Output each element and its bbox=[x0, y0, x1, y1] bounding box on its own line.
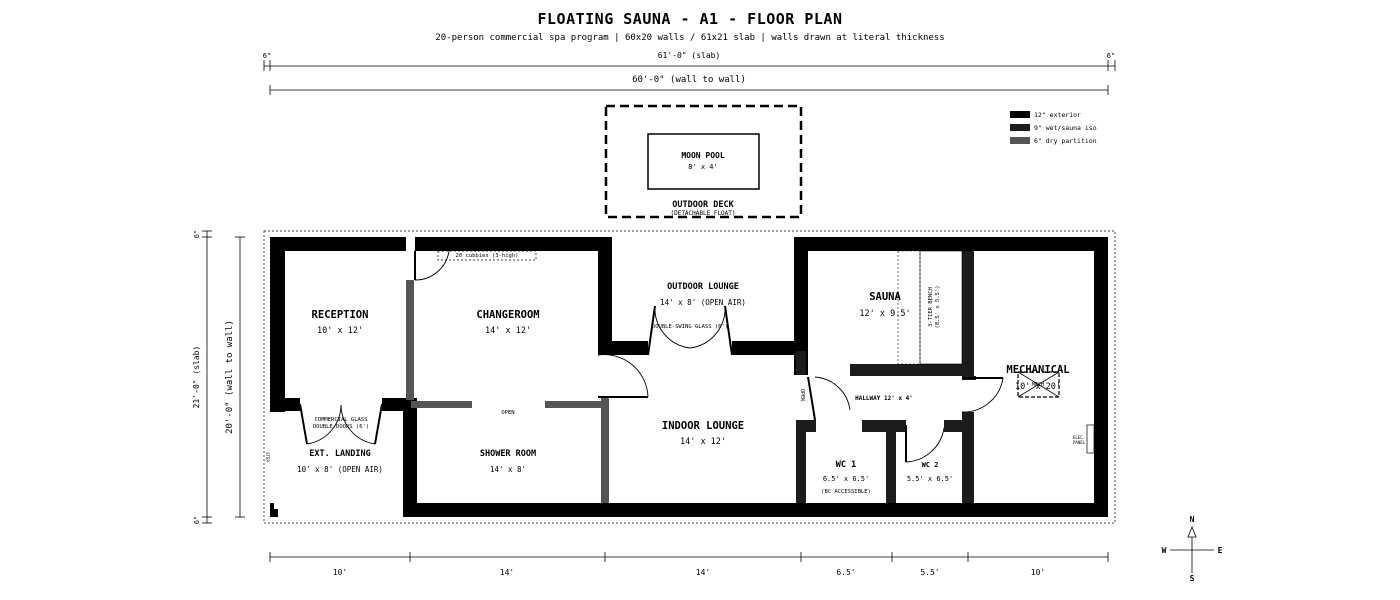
doors bbox=[299, 250, 1004, 463]
changeroom-label: CHANGEROOM bbox=[476, 309, 539, 321]
room-labels: RECEPTION 10' x 12' CHANGEROOM 14' x 12'… bbox=[297, 282, 1070, 495]
wall-legend: 12" exterior 9" wet/sauna iso 6" dry par… bbox=[1010, 111, 1097, 145]
moon-pool bbox=[647, 133, 760, 190]
elec-panel bbox=[1086, 424, 1095, 454]
legend-label-exterior: 12" exterior bbox=[1034, 111, 1081, 119]
dim-left-top-offset: 6" bbox=[193, 230, 201, 238]
glass-doors-note-1: COMMERCIAL GLASS bbox=[315, 417, 368, 423]
shower-room-label: SHOWER ROOM bbox=[480, 449, 536, 459]
wc1-size: 6.5' x 6.5' bbox=[823, 475, 869, 483]
legend-swatch-exterior bbox=[1010, 111, 1030, 118]
sauna-size: 12' x 9.5' bbox=[859, 309, 910, 319]
interior-walls bbox=[270, 251, 976, 503]
ext-landing-label: EXT. LANDING bbox=[309, 449, 370, 459]
wc1-note: (BC ACCESSIBLE) bbox=[821, 489, 871, 495]
sauna-bench-outline bbox=[897, 250, 921, 365]
dim-segment-wc1: 6.5' bbox=[836, 568, 855, 577]
elec-panel-note-1: ELEC. bbox=[1073, 435, 1085, 440]
indoor-lounge-label: INDOOR LOUNGE bbox=[662, 420, 744, 432]
slab-outline bbox=[263, 230, 1116, 524]
shower-room-size: 14' x 8' bbox=[490, 465, 526, 474]
dim-segment-changeroom: 14' bbox=[500, 568, 514, 577]
compass-south: S bbox=[1190, 574, 1195, 583]
indoor-lounge-size: 14' x 12' bbox=[680, 437, 726, 447]
step-note: STEP bbox=[265, 452, 270, 462]
legend-swatch-dry bbox=[1010, 137, 1030, 144]
hallway-label: HALLWAY 12' x 4' bbox=[855, 395, 913, 402]
deck-label: OUTDOOR DECK bbox=[672, 200, 734, 210]
compass-north: N bbox=[1190, 515, 1195, 524]
dim-segment-wc2: 5.5' bbox=[920, 568, 939, 577]
dim-segment-mechanical: 10' bbox=[1031, 568, 1045, 577]
wc2-label: WC 2 bbox=[922, 461, 939, 469]
legend-label-dry: 6" dry partition bbox=[1034, 137, 1097, 145]
mechanical-size: 10' x 20' bbox=[1015, 382, 1061, 392]
cubbies-note: 20 cubbies (3-high) bbox=[456, 253, 519, 259]
plan-subtitle: 20-person commercial spa program | 60x20… bbox=[435, 33, 945, 43]
dim-slab-width: 61'-0" (slab) bbox=[658, 51, 721, 60]
compass-icon: N S E W bbox=[1162, 515, 1223, 583]
ext-landing-size: 10' x 8' (OPEN AIR) bbox=[297, 465, 383, 474]
plan-title: FLOATING SAUNA - A1 - FLOOR PLAN bbox=[537, 10, 843, 28]
double-swing-note: DOUBLE-SWING GLASS (6') bbox=[652, 324, 728, 330]
mech-equipment bbox=[1017, 371, 1060, 398]
wc1-label: WC 1 bbox=[836, 460, 856, 470]
annotations: 20 cubbies (3-high) COMMERCIAL GLASS DOU… bbox=[265, 253, 1086, 462]
exterior-walls bbox=[270, 237, 1108, 517]
compass-west: W bbox=[1162, 546, 1167, 555]
outdoor-lounge-label: OUTDOOR LOUNGE bbox=[667, 282, 739, 292]
sauna-label: SAUNA bbox=[869, 291, 901, 303]
moon-pool-label: MOON POOL bbox=[681, 151, 725, 160]
sauna-bench-tier bbox=[919, 250, 963, 365]
cubbies-outline bbox=[437, 250, 537, 261]
bottom-dimensions: 10' 14' 14' 6.5' 5.5' 10' bbox=[269, 552, 1109, 577]
glass-doors-note-2: DOUBLE-DOORS (6') bbox=[313, 424, 369, 430]
top-dimensions: 6" 6" 61'-0" (slab) 60'-0" (wall to wall… bbox=[263, 51, 1116, 95]
dim-wall-width: 60'-0" (wall to wall) bbox=[632, 75, 746, 85]
outdoor-deck: MOON POOL 8' x 4' OUTDOOR DECK (DETACHAB… bbox=[604, 104, 803, 219]
changeroom-size: 14' x 12' bbox=[485, 326, 531, 336]
dim-wall-height: 20'-0" (wall to wall) bbox=[225, 320, 235, 434]
dim-slab-height: 21'-0" (slab) bbox=[192, 346, 201, 409]
legend-label-wet: 9" wet/sauna iso bbox=[1034, 124, 1097, 132]
moon-pool-size: 8' x 4' bbox=[688, 163, 718, 171]
bench-note-2: (8.5' x 5.5') bbox=[935, 285, 941, 328]
dim-top-left-offset: 6" bbox=[263, 52, 271, 60]
outdoor-lounge-size: 14' x 8' (OPEN AIR) bbox=[660, 298, 746, 307]
dim-top-right-offset: 6" bbox=[1107, 52, 1115, 60]
hall-open-note: OPEN bbox=[799, 389, 805, 401]
mechanical-label: MECHANICAL bbox=[1006, 364, 1069, 376]
dim-left-bottom-offset: 6" bbox=[193, 516, 201, 524]
compass-east: E bbox=[1218, 546, 1223, 555]
deck-note: (DETACHABLE FLOAT) bbox=[670, 210, 735, 217]
reception-size: 10' x 12' bbox=[317, 326, 363, 336]
bench-note-1: 3-TIER BENCH bbox=[928, 287, 934, 327]
shower-open-note: OPEN bbox=[501, 410, 514, 416]
wc2-size: 5.5' x 6.5' bbox=[907, 475, 953, 483]
dim-segment-reception: 10' bbox=[333, 568, 347, 577]
mech-equipment-note: MECH bbox=[1032, 382, 1044, 388]
elec-panel-note-2: PANEL bbox=[1073, 440, 1086, 445]
reception-label: RECEPTION bbox=[312, 309, 369, 321]
legend-swatch-wet bbox=[1010, 124, 1030, 131]
left-dimensions: 6" 6" 21'-0" (slab) 20'-0" (wall to wall… bbox=[192, 230, 245, 524]
dim-segment-lounge: 14' bbox=[696, 568, 710, 577]
